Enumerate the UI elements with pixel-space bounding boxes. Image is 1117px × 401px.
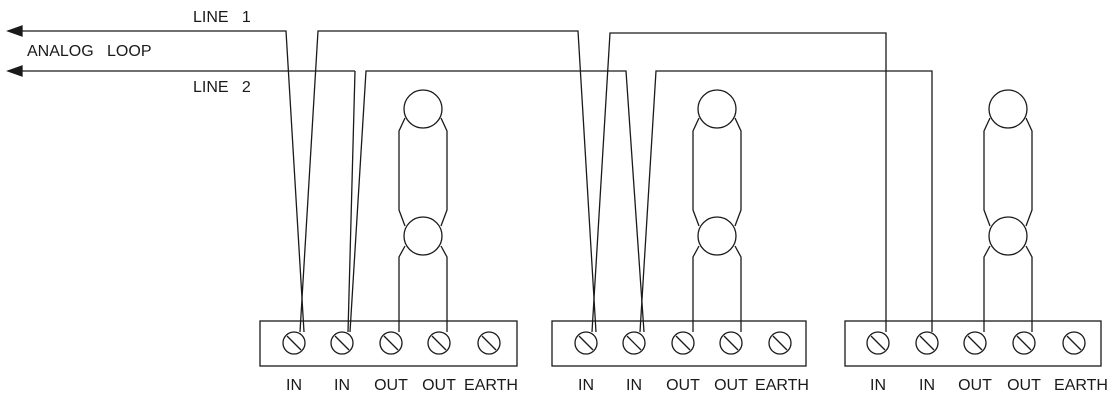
- device-head-top-1: [403, 89, 443, 129]
- terminal-label-1-5: EARTH: [464, 377, 518, 394]
- terminal-screw-2-3: [671, 331, 695, 355]
- line-2-stub-module-1: [347, 70, 356, 333]
- terminal-label-3-2: IN: [919, 377, 935, 394]
- line-2-to-module-2: [349, 70, 645, 333]
- terminal-block-2: [551, 320, 807, 367]
- line-1-arrowhead: [6, 25, 23, 37]
- terminal-label-1-3: OUT: [374, 377, 408, 394]
- terminal-screw-3-3: [963, 331, 987, 355]
- terminal-label-2-5: EARTH: [755, 377, 809, 394]
- terminal-label-1-1: IN: [286, 377, 302, 394]
- terminal-label-2-1: IN: [578, 377, 594, 394]
- terminal-label-1-2: IN: [334, 377, 350, 394]
- line-1-to-module-3: [591, 32, 887, 333]
- terminal-screw-1-4: [427, 331, 451, 355]
- device-head-bottom-3: [988, 216, 1028, 256]
- line-1-label: LINE 1: [193, 9, 251, 26]
- terminal-screw-1-5: [477, 331, 501, 355]
- terminal-label-2-2: IN: [626, 377, 642, 394]
- terminal-screw-3-1: [866, 331, 890, 355]
- terminal-label-1-4: OUT: [422, 377, 456, 394]
- module-3: [844, 89, 1102, 367]
- line-2-label: LINE 2: [193, 79, 251, 96]
- line-1-wire: [22, 30, 305, 333]
- device-head-bottom-1: [403, 216, 443, 256]
- terminal-screw-2-5: [768, 331, 792, 355]
- line-2-arrowhead: [6, 65, 23, 77]
- terminal-label-2-4: OUT: [714, 377, 748, 394]
- line-2-to-module-3: [639, 70, 933, 333]
- terminal-screw-3-2: [915, 331, 939, 355]
- terminal-label-3-5: EARTH: [1054, 377, 1108, 394]
- terminal-screw-2-1: [574, 331, 598, 355]
- terminal-screw-1-2: [330, 331, 354, 355]
- terminal-label-3-4: OUT: [1007, 377, 1041, 394]
- terminal-screw-3-4: [1012, 331, 1036, 355]
- device-head-top-3: [988, 89, 1028, 129]
- terminal-block-1: [259, 320, 518, 367]
- terminal-screw-1-3: [379, 331, 403, 355]
- terminal-screw-1-1: [282, 331, 306, 355]
- terminal-label-2-3: OUT: [666, 377, 700, 394]
- terminal-label-3-3: OUT: [958, 377, 992, 394]
- line-1-to-module-2: [299, 30, 597, 333]
- terminal-label-3-1: IN: [870, 377, 886, 394]
- module-2: [551, 89, 807, 367]
- terminal-screw-2-2: [622, 331, 646, 355]
- terminal-screw-2-4: [719, 331, 743, 355]
- device-head-bottom-2: [697, 216, 737, 256]
- analog-loop-label: ANALOG LOOP: [27, 43, 152, 60]
- module-1: [259, 89, 518, 367]
- terminal-screw-3-5: [1062, 331, 1086, 355]
- terminal-block-3: [844, 320, 1102, 367]
- device-head-top-2: [697, 89, 737, 129]
